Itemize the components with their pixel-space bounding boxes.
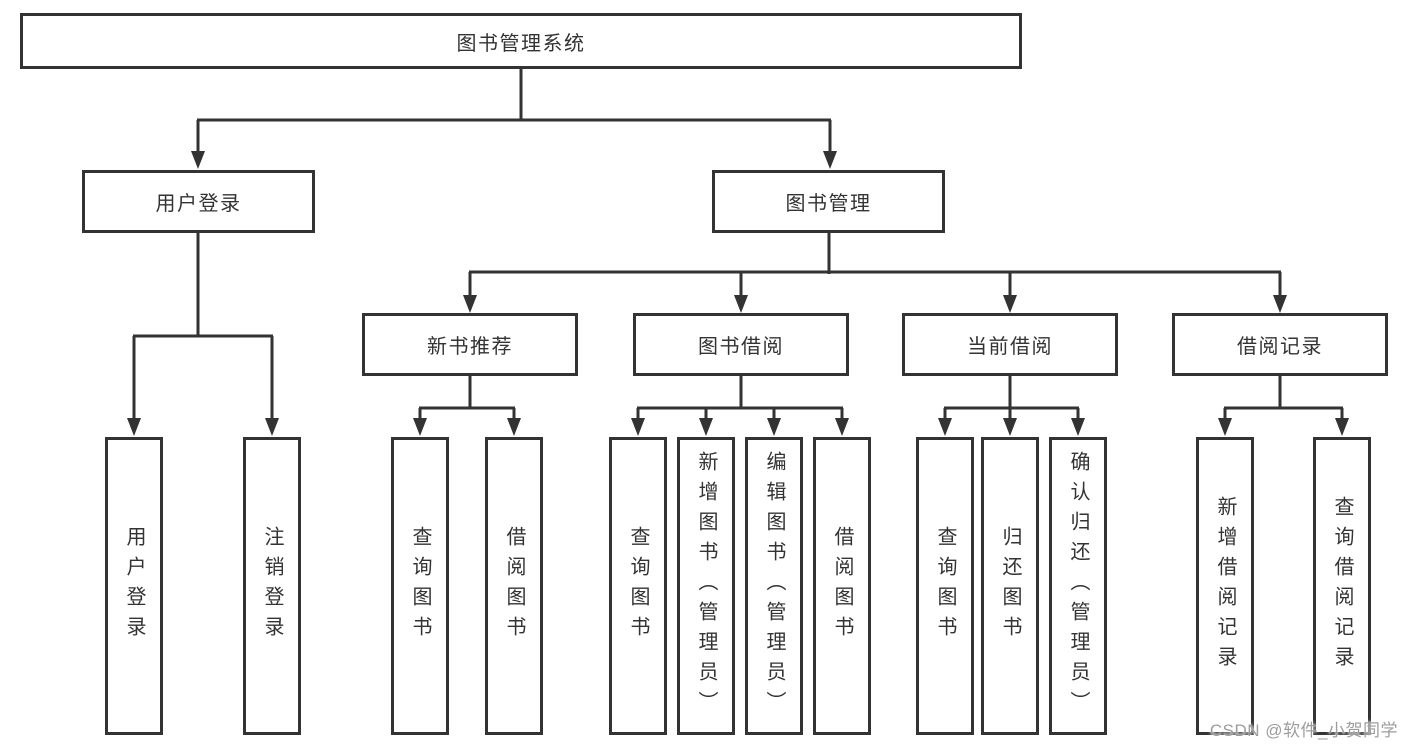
node-book-management: 图书管理: [712, 170, 945, 233]
node-leaf-borrow-books-1: 借阅图书: [485, 437, 543, 735]
node-leaf-user-login: 用户登录: [105, 437, 163, 735]
node-label: 图书借阅: [698, 336, 784, 358]
node-label: 新增图书（管理员）: [695, 451, 717, 721]
node-label: 新增借阅记录: [1214, 496, 1236, 676]
node-new-book-recommendation: 新书推荐: [362, 313, 578, 376]
node-label: 查询图书: [409, 526, 431, 646]
node-label: 图书管理系统: [456, 32, 586, 55]
node-leaf-query-books-2: 查询图书: [609, 437, 667, 735]
node-leaf-borrow-books-2: 借阅图书: [813, 437, 871, 735]
node-label: 借阅图书: [831, 526, 853, 646]
node-library-management-system: 图书管理系统: [20, 13, 1022, 69]
node-current-borrowing: 当前借阅: [902, 313, 1118, 376]
node-label: 查询图书: [934, 526, 956, 646]
node-borrowing-records: 借阅记录: [1172, 313, 1388, 376]
node-leaf-add-book-admin: 新增图书（管理员）: [677, 437, 735, 735]
node-label: 用户登录: [155, 193, 242, 215]
node-user-login-module: 用户登录: [82, 170, 315, 233]
csdn-watermark: CSDN @软件_小贺同学: [1209, 721, 1398, 740]
node-leaf-confirm-return-admin: 确认归还（管理员）: [1049, 437, 1107, 735]
node-label: 图书管理: [785, 193, 872, 215]
node-label: 编辑图书（管理员）: [763, 451, 785, 721]
node-leaf-edit-book-admin: 编辑图书（管理员）: [745, 437, 803, 735]
node-label: 借阅图书: [503, 526, 525, 646]
node-label: 查询图书: [627, 526, 649, 646]
node-leaf-query-borrow-record: 查询借阅记录: [1313, 437, 1371, 735]
node-leaf-logout: 注销登录: [243, 437, 301, 735]
node-book-borrowing: 图书借阅: [633, 313, 849, 376]
node-leaf-query-books-3: 查询图书: [916, 437, 974, 735]
node-label: 归还图书: [999, 526, 1021, 646]
node-label: 查询借阅记录: [1331, 496, 1353, 676]
node-label: 用户登录: [123, 526, 145, 646]
node-leaf-add-borrow-record: 新增借阅记录: [1196, 437, 1254, 735]
node-label: 当前借阅: [967, 336, 1053, 358]
node-label: 借阅记录: [1237, 336, 1323, 358]
node-label: 确认归还（管理员）: [1067, 451, 1089, 721]
node-leaf-return-book: 归还图书: [981, 437, 1039, 735]
node-label: 新书推荐: [427, 336, 513, 358]
node-leaf-query-books-1: 查询图书: [391, 437, 449, 735]
node-label: 注销登录: [261, 526, 283, 646]
